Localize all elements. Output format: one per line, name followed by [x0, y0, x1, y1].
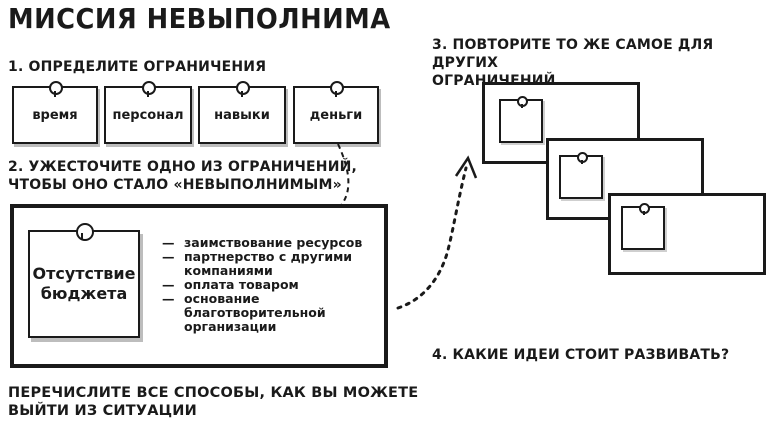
pushpin-icon [76, 223, 94, 241]
step-2-line-2: ЧТОБЫ ОНО СТАЛО «НЕВЫПОЛНИМЫМ» [8, 177, 342, 193]
mini-sticky-note [559, 152, 603, 199]
pushpin-icon [142, 81, 156, 97]
list-ways-caption: ПЕРЕЧИСЛИТЕ ВСЕ СПОСОБЫ, КАК ВЫ МОЖЕТЕ В… [8, 384, 418, 420]
constraint-note-time: время [12, 81, 98, 144]
idea-text: партнерство с другими компаниями [184, 249, 353, 278]
list-item: — оплата товаром [162, 278, 372, 292]
sticky-line-1: Отсутствие [32, 264, 136, 283]
mini-sticky-note [499, 96, 543, 143]
constraint-note-money: деньги [293, 81, 379, 144]
pushpin-icon [236, 81, 250, 97]
constraint-label: персонал [112, 107, 184, 123]
dash-icon: — [162, 291, 175, 306]
mini-sticky-note [621, 203, 665, 250]
dotted-arrow-to-step-3 [396, 155, 478, 310]
dash-icon: — [162, 235, 175, 250]
pushpin-icon [639, 203, 650, 215]
list-item: — партнерство с другими компаниями [162, 250, 372, 278]
idea-text: основание благотворительной организации [184, 291, 326, 334]
pushpin-icon [517, 96, 528, 108]
caption-line-1: ПЕРЕЧИСЛИТЕ ВСЕ СПОСОБЫ, КАК ВЫ МОЖЕТЕ [8, 385, 419, 401]
step-1-heading: 1. ОПРЕДЕЛИТЕ ОГРАНИЧЕНИЯ [8, 59, 267, 75]
idea-text: заимствование ресурсов [184, 235, 363, 250]
step-3-line-1: 3. ПОВТОРИТЕ ТО ЖЕ САМОЕ ДЛЯ ДРУГИХ [432, 37, 714, 71]
pushpin-icon [577, 152, 588, 164]
constraint-note-skills: навыки [198, 81, 286, 144]
pushpin-icon [330, 81, 344, 97]
step-3-heading: 3. ПОВТОРИТЕ ТО ЖЕ САМОЕ ДЛЯ ДРУГИХ ОГРА… [432, 36, 770, 90]
sticky-note-no-budget: Отсутствие бюджета [28, 223, 140, 338]
repeat-frame-3 [608, 193, 766, 275]
dash-icon: — [162, 277, 175, 292]
dash-icon: — [162, 249, 175, 264]
caption-line-2: ВЫЙТИ ИЗ СИТУАЦИИ [8, 403, 197, 419]
pushpin-icon [49, 81, 63, 97]
diagram-title: МИССИЯ НЕВЫПОЛНИМА [8, 2, 391, 35]
ideas-list: — заимствование ресурсов — партнерство с… [162, 236, 372, 334]
step-4-heading: 4. КАКИЕ ИДЕИ СТОИТ РАЗВИВАТЬ? [432, 347, 730, 363]
step-2-heading: 2. УЖЕСТОЧИТЕ ОДНО ИЗ ОГРАНИЧЕНИЙ, ЧТОБЫ… [8, 158, 357, 194]
constraint-label: деньги [309, 107, 363, 123]
sticky-line-2: бюджета [40, 284, 128, 303]
list-item: — заимствование ресурсов [162, 236, 372, 250]
step-2-line-1: 2. УЖЕСТОЧИТЕ ОДНО ИЗ ОГРАНИЧЕНИЙ, [8, 159, 358, 175]
idea-text: оплата товаром [184, 277, 299, 292]
list-item: — основание благотворительной организаци… [162, 292, 372, 334]
constraint-label: время [32, 107, 78, 123]
constraint-label: навыки [214, 107, 270, 123]
constraint-note-staff: персонал [104, 81, 192, 144]
